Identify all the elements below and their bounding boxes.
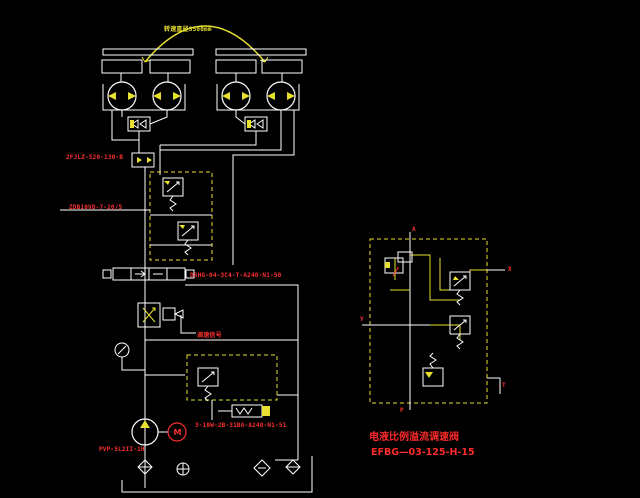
port-p: P [400,407,404,414]
tank [121,456,313,493]
throttle-valve [137,302,161,328]
prop-relief-block [186,354,278,401]
valve-mid-label: ZDB10VD-7-20/5 [69,204,123,211]
efbg-red-marks [392,267,399,277]
filters [137,459,301,477]
pipe-right [145,284,299,461]
svg-text:M: M [174,428,182,437]
panel-title-model: EFBG—03-125-H-15 [371,447,475,458]
arc-arrow-left [141,56,151,63]
efbg-pipes [362,232,505,410]
prop-relief-valve [197,367,263,420]
cylinders [101,59,303,82]
platform-left [102,48,194,56]
check-valves [127,116,268,132]
efbg-internal-lines [390,254,487,340]
valve-top-label: 2FJLZ-520-130-B [66,154,124,161]
motor-housing [102,84,300,111]
dir-valve-label: DSHG-04-3C4-T-A240-N1-50 [190,272,282,279]
port-t: T [502,382,506,389]
signal-label: 调速信号 [197,332,222,339]
panel-title-cn: 电液比例溢流调速阀 [369,432,459,443]
efbg-accents [385,262,459,378]
motor-triangles [108,92,295,100]
check-valve-seats [130,120,251,128]
relief-arrows [164,181,185,229]
arc-label: 转速直径3500mm [164,26,212,33]
relief-valves [150,177,212,256]
rotation-arc [144,25,266,63]
pipes-upper [111,110,295,175]
electric-motor [167,422,187,442]
motors [107,81,296,111]
port-y: Y [360,316,364,323]
directional-valve [112,267,186,281]
port-a: A [412,226,416,233]
efbg-valves [384,251,471,387]
prop-valve-label: 3-10W-2B-31BA-A240-N1-51 [195,422,287,429]
platform-right [215,48,307,56]
pump-label: PVP-5L2II-1H [99,446,145,453]
zdb-block [149,171,213,261]
port-x: X [508,266,512,273]
valve-2fjlz [131,152,155,168]
efbg-block [369,238,488,404]
